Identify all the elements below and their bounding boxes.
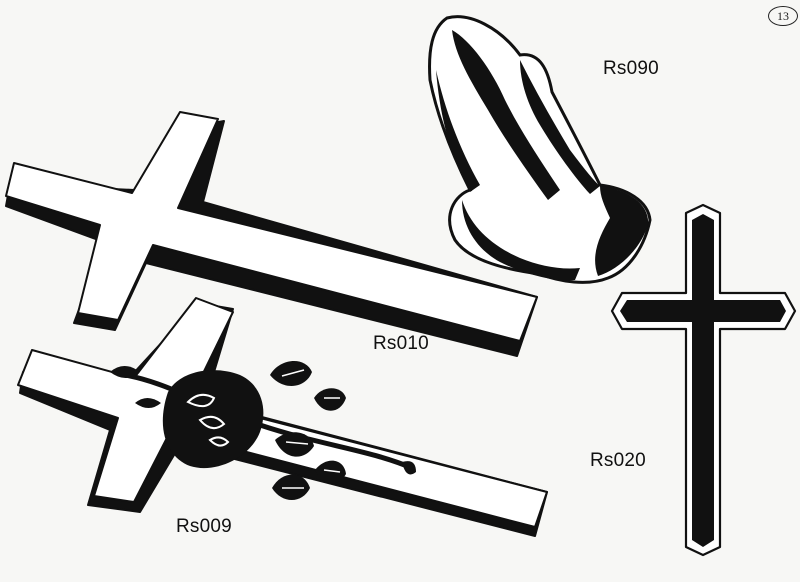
- design-code-rs090: Rs090: [603, 58, 659, 79]
- design-code-rs020: Rs020: [590, 450, 646, 471]
- cross-with-rose-icon: [17, 297, 548, 537]
- design-code-rs010: Rs010: [373, 333, 429, 354]
- plain-cross-icon: [5, 111, 538, 357]
- page-number-badge: 13: [768, 6, 798, 26]
- outlined-cross-icon: [610, 203, 797, 557]
- praying-hands-icon: [428, 15, 652, 284]
- design-code-rs009: Rs009: [176, 516, 232, 537]
